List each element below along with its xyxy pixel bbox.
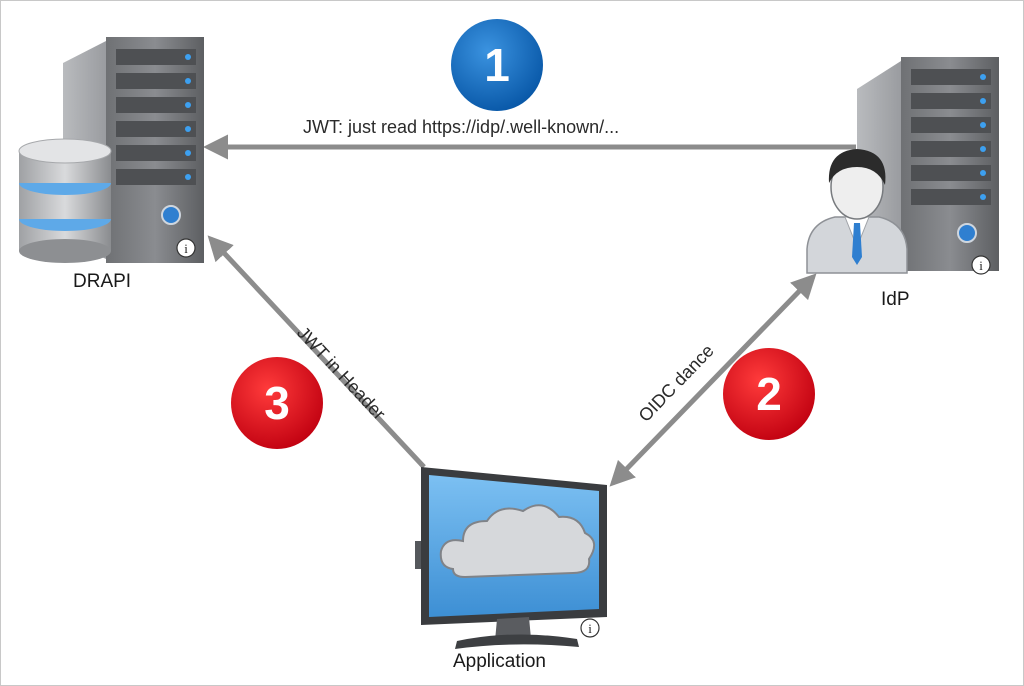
arrow-application-idp (609, 273, 817, 487)
user-icon (806, 149, 908, 274)
drapi-info-icon[interactable]: i (184, 241, 188, 256)
application-info-icon[interactable]: i (588, 621, 592, 636)
step-3-number: 3 (264, 377, 290, 429)
idp-info-icon[interactable]: i (979, 258, 983, 273)
drapi-info-icon-ring (176, 238, 196, 258)
idp-label: IdP (881, 289, 910, 310)
idp-server-icon (857, 57, 999, 271)
step-2-number: 2 (756, 368, 782, 420)
drapi-label: DRAPI (73, 271, 132, 292)
step-1-badge (451, 19, 543, 111)
step-3-badge (231, 357, 323, 449)
database-icon (18, 138, 112, 263)
step-2-badge (723, 348, 815, 440)
edge-label-idp-to-drapi: JWT: just read https://idp/.well-known/.… (303, 117, 620, 137)
idp-info-icon-ring (971, 255, 991, 275)
arrow-application-to-drapi (207, 235, 426, 469)
application-info-icon-ring (580, 618, 600, 638)
cloud-icon (439, 504, 596, 579)
step-1-number: 1 (484, 39, 510, 91)
application-label: Application (453, 651, 546, 672)
